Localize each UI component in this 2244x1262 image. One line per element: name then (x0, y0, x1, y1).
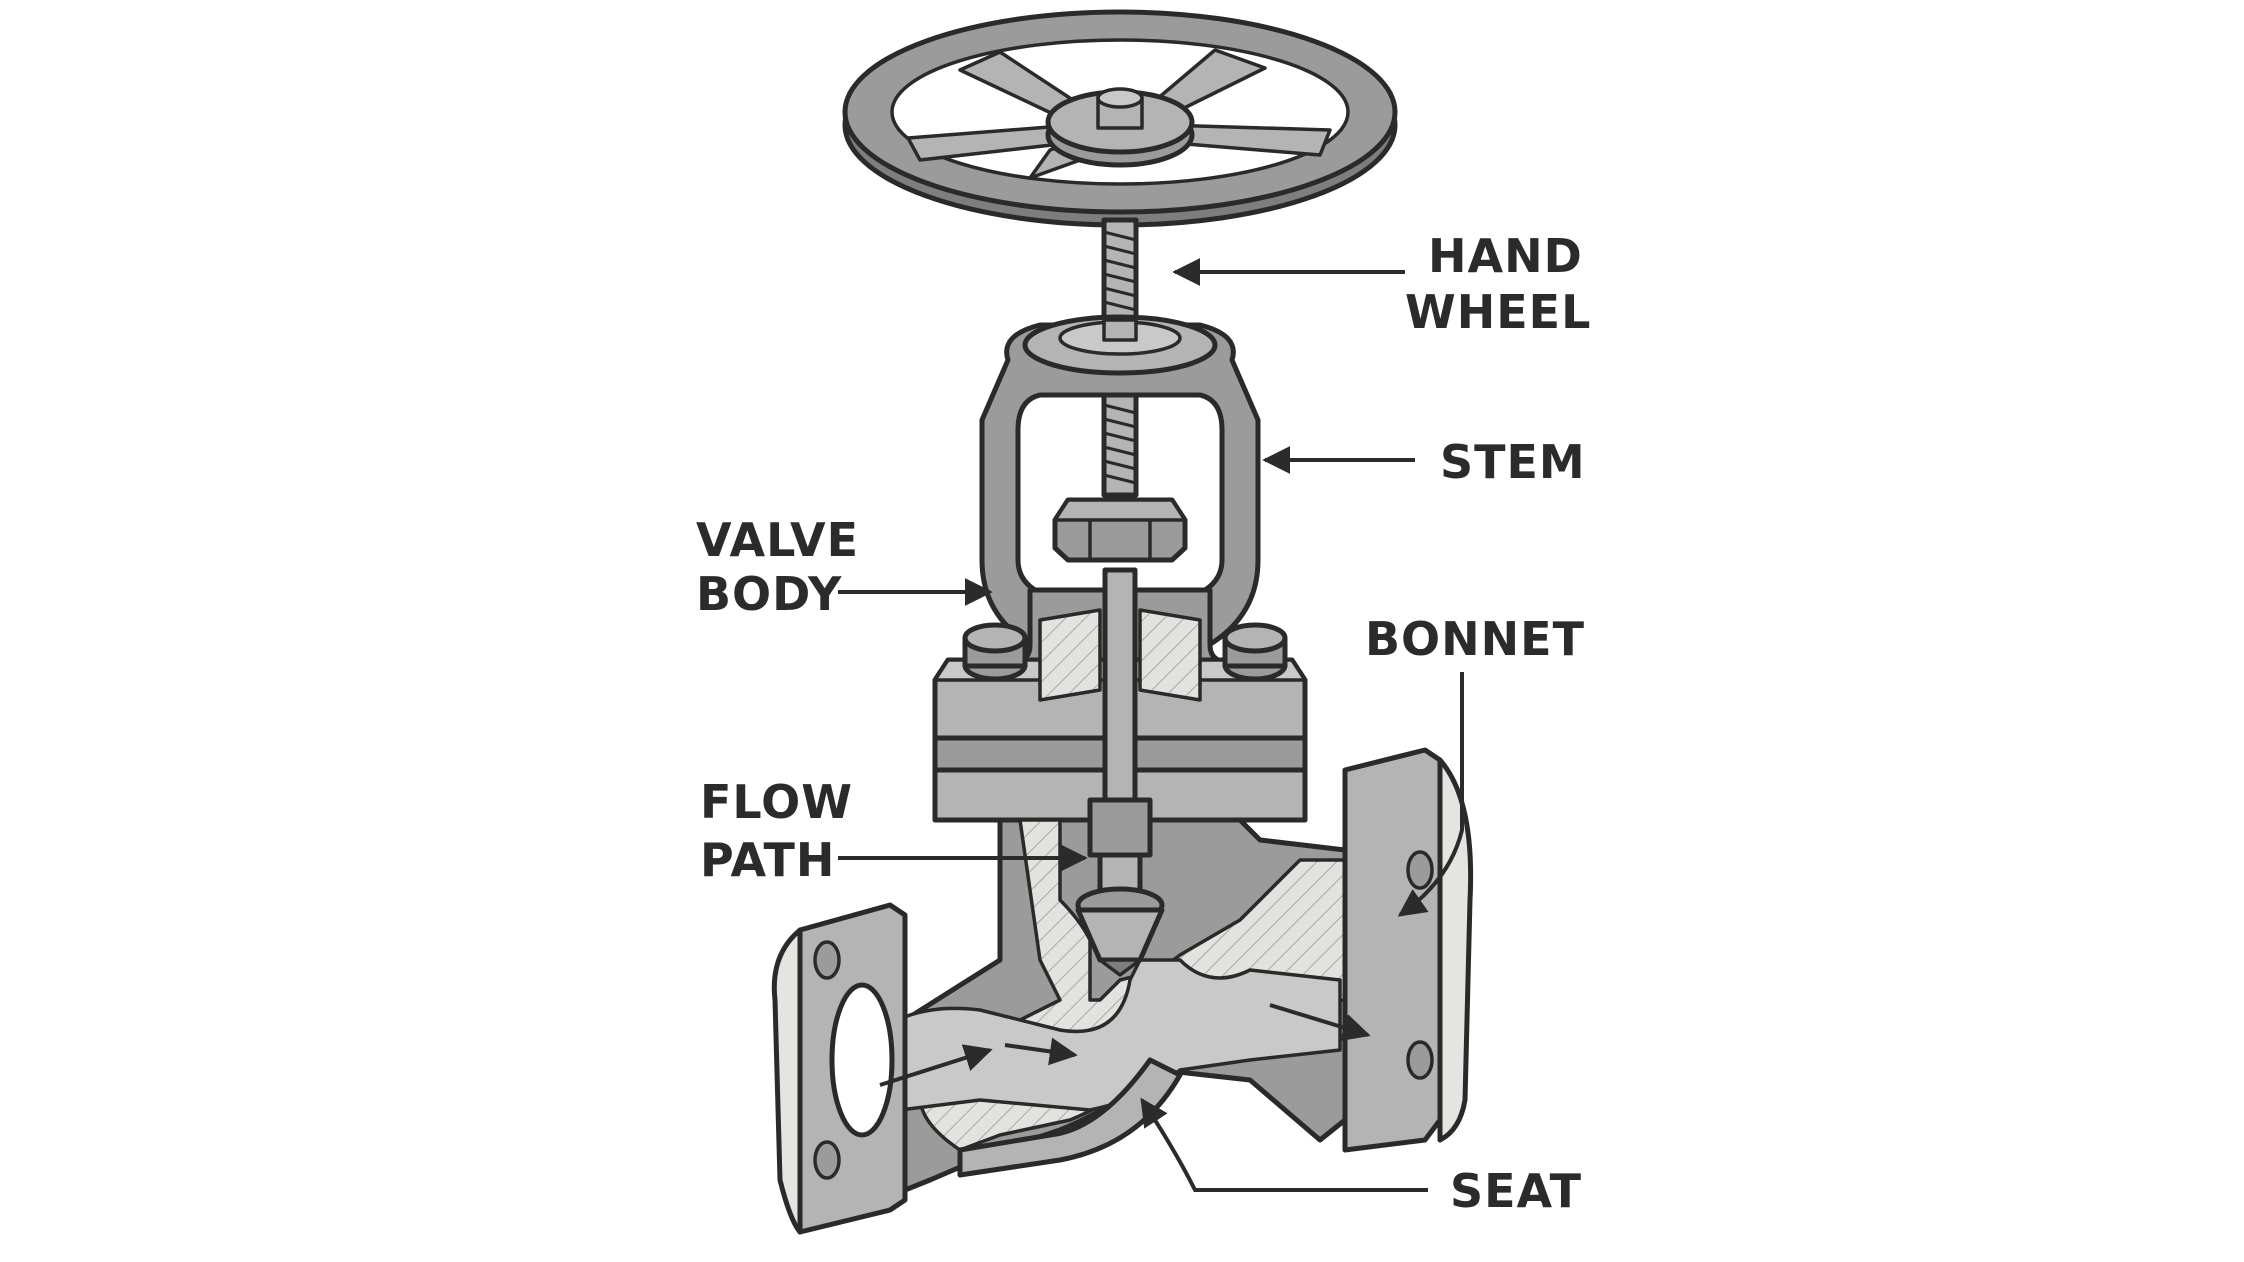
flow-arrow-outlet (1269, 1003, 1371, 1042)
seat-leader (1140, 1097, 1428, 1192)
leader-lines (838, 258, 1464, 1192)
valve-body (771, 567, 1474, 1235)
yoke-stem (1052, 392, 1188, 563)
label-hand-wheel-line1: HAND (1428, 229, 1583, 283)
label-bonnet: BONNET (1365, 612, 1585, 666)
bonnet-leader (1397, 672, 1464, 917)
valve-illustration (771, 9, 1474, 1235)
label-valve-body-line2: BODY (696, 567, 842, 621)
label-hand-wheel-line2: WHEEL (1405, 285, 1591, 339)
label-flow-path-line2: PATH (700, 833, 835, 887)
label-flow-path-line1: FLOW (700, 775, 853, 829)
label-stem: STEM (1440, 435, 1586, 489)
flow-arrow-mid (1004, 1037, 1078, 1066)
hand-wheel (842, 9, 1398, 228)
label-valve-body-line1: VALVE (696, 513, 859, 567)
label-seat: SEAT (1450, 1164, 1582, 1218)
flow-arrow-inlet (879, 1044, 993, 1087)
labels: HAND WHEEL STEM VALVE BODY BONNET FLOW P… (696, 229, 1591, 1218)
